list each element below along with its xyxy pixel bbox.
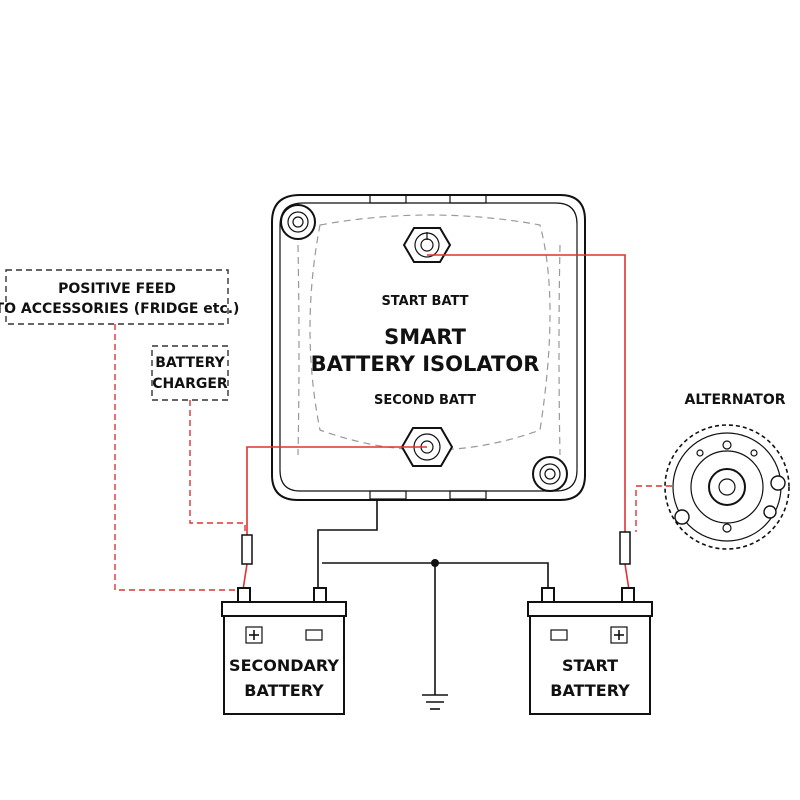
secondary-plus-icon: [245, 626, 263, 644]
charger-label-line2: CHARGER: [152, 376, 228, 392]
secondary-battery-label-line1: SECONDARY: [229, 656, 339, 675]
mount-screw-bottom-right-icon: [532, 456, 568, 492]
start-fuse-icon: [619, 531, 631, 565]
start-battery: START BATTERY: [527, 587, 653, 715]
accessories-feed-wire: [114, 324, 243, 591]
charger-feed-wire: [189, 400, 246, 535]
isolator-title-line2: BATTERY ISOLATOR: [311, 352, 540, 376]
mount-screw-top-left-icon: [280, 204, 316, 240]
charger-label-line1: BATTERY: [155, 355, 225, 371]
alternator: ALTERNATOR: [664, 392, 790, 550]
secondary-positive-post-icon: [237, 587, 251, 603]
second-batt-positive-wire: [246, 446, 427, 535]
alternator-label: ALTERNATOR: [684, 392, 785, 408]
secondary-battery-label-line2: BATTERY: [244, 681, 324, 700]
battery-isolator: START BATT SMART BATTERY ISOLATOR SECOND…: [271, 194, 586, 501]
start-battery-label-line2: BATTERY: [550, 681, 630, 700]
secondary-minus-icon: [305, 629, 323, 641]
secondary-fuse-icon: [241, 534, 253, 565]
start-fuse-to-post: [624, 563, 630, 591]
alternator-pulley-icon: [708, 468, 746, 506]
secondary-battery: SECONDARY BATTERY: [221, 587, 347, 715]
negative-bus-wire: [322, 562, 549, 588]
accessories-label-line1: POSITIVE FEED: [58, 281, 176, 297]
isolator-ground-wire: [317, 500, 378, 588]
start-batt-positive-wire: [427, 254, 626, 532]
start-batt-terminal-icon: [402, 227, 452, 263]
second-batt-label: SECOND BATT: [374, 393, 476, 408]
isolator-title-line1: SMART: [384, 325, 467, 349]
alternator-feed-wire: [635, 485, 672, 532]
secondary-negative-post-icon: [313, 587, 327, 603]
start-minus-icon: [550, 629, 568, 641]
start-plus-icon: [610, 626, 628, 644]
charger-box: BATTERY CHARGER: [151, 345, 229, 401]
start-battery-label-line1: START: [562, 656, 618, 675]
secondary-fuse-to-post: [242, 563, 248, 591]
accessories-label-line2: TO ACCESSORIES (FRIDGE etc.): [0, 301, 239, 317]
alternator-housing-icon: [664, 424, 790, 550]
start-batt-label: START BATT: [381, 294, 468, 309]
start-negative-post-icon: [541, 587, 555, 603]
ground-symbol-icon: [422, 694, 448, 710]
accessories-box: POSITIVE FEED TO ACCESSORIES (FRIDGE etc…: [0, 269, 239, 325]
start-positive-post-icon: [621, 587, 635, 603]
